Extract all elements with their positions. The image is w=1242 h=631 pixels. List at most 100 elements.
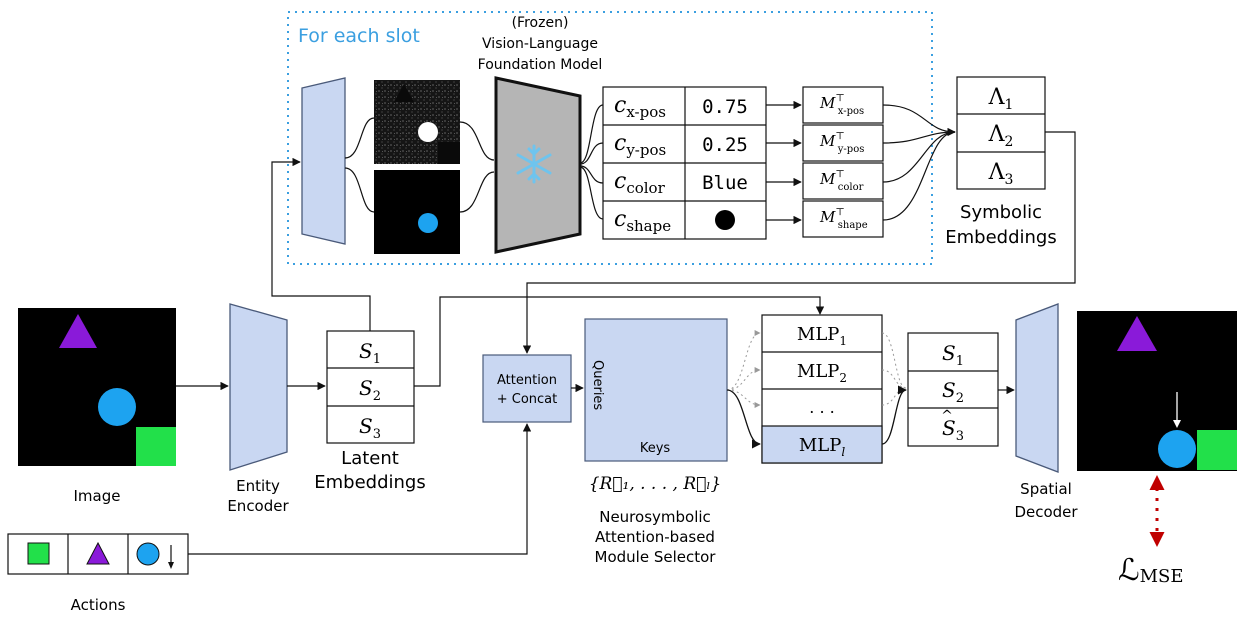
concept-value-y-pos: 0.25 — [702, 134, 748, 156]
concept-table: cx-pos cy-pos ccolor cshape 0.75 0.25 Bl… — [602, 86, 767, 240]
attention-line2: + Concat — [497, 392, 558, 407]
mlp-stack: MLP1 MLP2 . . . MLPl — [761, 314, 883, 464]
lambda-3: Λ3 — [988, 160, 1014, 188]
symbolic-label-line2: Embeddings — [945, 227, 1056, 248]
concept-value-color: Blue — [702, 172, 748, 194]
predicted-image — [1077, 311, 1237, 471]
matrix-box-color — [802, 162, 884, 200]
latent-s3: S3 — [359, 414, 381, 442]
matrix-box-shape — [802, 200, 884, 238]
symbolic-embeddings-table: Λ1 Λ2 Λ3 — [956, 76, 1046, 190]
matrix-x-pos: M⊤x-pos — [819, 93, 864, 117]
keys-set: {R⃗₁, . . . , R⃗ₗ} — [589, 474, 722, 494]
concept-x-pos: cx-pos — [614, 93, 666, 121]
symbolic-label-line1: Symbolic — [960, 202, 1042, 223]
output-slots-table: S1 S2 S3 ^ — [907, 332, 999, 447]
purple-triangle-icon — [59, 314, 97, 348]
actions-label: Actions — [71, 596, 126, 614]
input-image — [18, 308, 176, 466]
output-s3-hat: S3 — [942, 416, 964, 444]
mlp-to-output-connectors — [881, 332, 907, 445]
matrix-y-pos: M⊤y-pos — [819, 131, 864, 155]
matrix-shape: M⊤shape — [819, 207, 868, 231]
blue-circle-icon — [98, 388, 136, 426]
down-arrow-head — [1173, 420, 1181, 428]
black-circle-icon — [715, 210, 735, 230]
latent-to-slot-connector — [271, 157, 371, 331]
vlm-title-line2: Vision-Language — [482, 36, 598, 52]
attention-line1: Attention — [497, 373, 557, 388]
matrix-to-symbolic-connectors — [882, 104, 956, 221]
latent-label-line1: Latent — [341, 448, 399, 469]
mlp-l: MLPl — [799, 435, 846, 459]
spatial-decoder-line2: Decoder — [1014, 503, 1078, 521]
mlp-1: MLP1 — [797, 324, 847, 348]
green-square-icon — [27, 542, 50, 565]
actions-to-attention-connector — [188, 423, 532, 555]
spatial-decoder-trapezoid — [1015, 303, 1059, 473]
mlp-ellipsis: . . . — [809, 398, 834, 417]
entity-encoder-line1: Entity — [236, 477, 280, 495]
circle-icon — [418, 213, 438, 233]
slot-panel-label: For each slot — [298, 25, 420, 47]
down-arrow-head — [168, 562, 174, 569]
slot-encoder-trapezoid — [301, 77, 346, 245]
symbolic-to-attention-connector — [522, 131, 1076, 354]
connector — [459, 171, 495, 213]
connector — [459, 121, 495, 161]
connector — [344, 117, 375, 159]
output-s1: S1 — [942, 341, 964, 369]
lambda-2: Λ2 — [988, 122, 1014, 150]
purple-triangle-icon — [1117, 316, 1157, 351]
concept-to-matrix-arrows — [766, 100, 802, 225]
concept-value-x-pos: 0.75 — [702, 96, 748, 118]
concept-shape: cshape — [614, 207, 671, 235]
selector-to-mlp-connectors — [726, 330, 761, 449]
module-selector-block — [584, 318, 728, 462]
attention-mask-image — [374, 80, 460, 164]
object-crop-image — [374, 170, 460, 254]
selector-label-line1: Neurosymbolic — [599, 508, 711, 526]
latent-to-mlp-connector — [414, 296, 825, 387]
latent-label-line2: Embeddings — [314, 472, 425, 493]
blue-circle-icon — [1158, 430, 1196, 468]
attention-concat-block — [482, 354, 572, 423]
matrix-box-y-pos — [802, 124, 884, 162]
selector-label-line2: Attention-based — [595, 528, 715, 546]
blue-circle-icon — [136, 542, 160, 566]
mse-loss: ℒMSE — [1118, 553, 1184, 588]
concept-y-pos: cy-pos — [614, 131, 666, 159]
square-icon — [438, 142, 460, 164]
keys-label: Keys — [640, 441, 671, 456]
latent-s2: S2 — [359, 376, 381, 404]
latent-embeddings-table: S1 S2 S3 — [326, 330, 415, 444]
concept-color: ccolor — [614, 169, 666, 197]
snowflake-icon — [516, 144, 552, 184]
slot-panel-border — [287, 11, 933, 265]
latent-s1: S1 — [359, 339, 381, 367]
connector — [344, 167, 375, 213]
mlp-2: MLP2 — [797, 361, 847, 385]
selector-label-line3: Module Selector — [595, 548, 717, 566]
circle-icon — [418, 122, 438, 142]
slot-panel: For each slot — [287, 11, 933, 265]
queries-label: Queries — [590, 360, 605, 410]
spatial-decoder-line1: Spatial — [1020, 480, 1072, 498]
triangle-icon — [394, 84, 414, 102]
actions-table — [7, 533, 189, 575]
vlm-title-line3: Foundation Model — [478, 57, 603, 73]
purple-triangle-icon — [86, 541, 110, 565]
green-square-icon — [1197, 430, 1237, 470]
entity-encoder-trapezoid — [229, 303, 288, 471]
matrix-color: M⊤color — [819, 169, 864, 193]
vlm-to-concepts-connectors — [579, 104, 604, 220]
lambda-1: Λ1 — [988, 85, 1014, 113]
image-label: Image — [74, 487, 121, 505]
hat-accent: ^ — [941, 408, 953, 424]
entity-encoder-line2: Encoder — [227, 497, 289, 515]
mlp-selected-highlight — [761, 425, 883, 464]
projection-matrices: M⊤x-pos M⊤y-pos M⊤color M⊤shape — [802, 86, 884, 238]
green-square-icon — [136, 427, 176, 466]
vlm-title-line1: (Frozen) — [512, 15, 569, 31]
